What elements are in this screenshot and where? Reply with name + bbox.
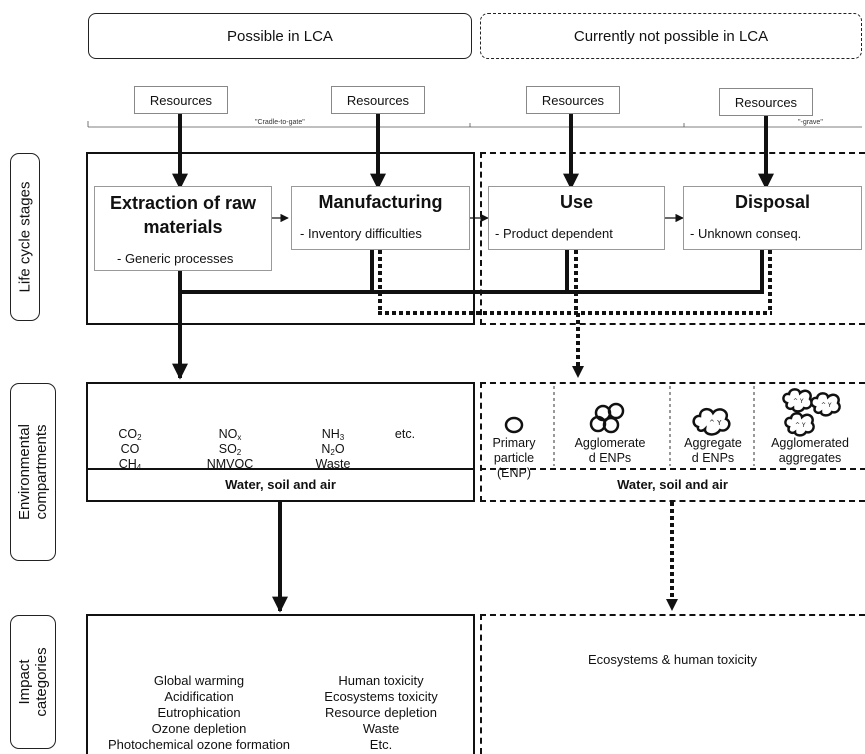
stage-use: Use - Product dependent: [488, 186, 665, 250]
emissions-col-3: NH3 N2O Waste: [305, 427, 361, 472]
impact-item: Photochemical ozone formation: [107, 737, 291, 752]
resources-box-extraction: Resources: [134, 86, 228, 114]
impact-item: Ecosystems toxicity: [324, 689, 438, 704]
stage-use-title: Use: [559, 192, 594, 212]
emission-nmvoc: NMVOC: [206, 457, 254, 471]
emissions-col-2: NOx SO2 NMVOC: [194, 427, 266, 472]
svg-text:^ Y: ^ Y: [709, 419, 722, 427]
label-grave: "-grave": [798, 119, 823, 126]
frame-compartments-not-possible: [480, 382, 865, 502]
svg-text:^ Y: ^ Y: [821, 402, 832, 409]
emission-nh3: NH3: [321, 427, 345, 442]
impacts-list-right: Human toxicity Ecosystems toxicity Resou…: [306, 673, 456, 753]
header-not-possible-in-lca: Currently not possible in LCA: [480, 13, 862, 59]
arrow-to-impacts-dotted-head: [666, 599, 678, 611]
impact-item: Global warming: [153, 673, 245, 688]
impact-item: Eutrophication: [157, 705, 241, 720]
emission-co: CO: [120, 442, 140, 456]
scale-bracket: [87, 121, 862, 128]
arrow-to-compartments-dotted-head: [572, 366, 584, 378]
svg-text:^ Y: ^ Y: [793, 398, 804, 405]
emission-etc: etc.: [394, 427, 416, 441]
emission-waste: Waste: [315, 457, 351, 471]
impact-item: Etc.: [369, 737, 393, 752]
header-possible-in-lca: Possible in LCA: [88, 13, 472, 59]
stage-use-note: - Product dependent: [495, 226, 613, 241]
impact-item: Acidification: [164, 689, 234, 704]
side-label-life-cycle-stages: Life cycle stages: [10, 153, 40, 321]
frame-compartments-possible: [86, 382, 475, 502]
emission-nox: NOx: [218, 427, 242, 442]
impact-item: Waste: [362, 721, 400, 736]
frame-impacts-not-possible: [480, 614, 865, 754]
label-cradle-to-gate: "Cradle-to-gate": [255, 119, 305, 126]
stage-disposal: Disposal - Unknown conseq.: [683, 186, 862, 250]
impacts-list-left: Global warming Acidification Eutrophicat…: [88, 673, 310, 753]
stage-manufacturing-title: Manufacturing: [318, 192, 443, 212]
emissions-col-1: CO2 CO CH4: [100, 427, 160, 472]
stage-manufacturing: Manufacturing - Inventory difficulties: [291, 186, 470, 250]
emission-ch4: CH4: [118, 457, 142, 472]
agglomerated-aggregates-icon: ^ Y ^ Y ^ Y: [782, 388, 841, 437]
primary-particle-icon: [504, 416, 524, 434]
emission-so2: SO2: [218, 442, 242, 457]
agglomerated-enps-icon: [589, 402, 625, 434]
impact-item: Ozone depletion: [151, 721, 247, 736]
impact-item: Human toxicity: [338, 673, 424, 688]
impact-item: Resource depletion: [324, 705, 438, 720]
stage-manufacturing-note: - Inventory difficulties: [300, 226, 422, 241]
resources-box-use: Resources: [526, 86, 620, 114]
aggregated-enps-icon: ^ Y: [692, 407, 731, 436]
svg-text:^ Y: ^ Y: [795, 422, 806, 429]
impacts-unknown: Ecosystems & human toxicity: [587, 652, 758, 667]
emission-n2o: N2O: [321, 442, 345, 457]
frame-impacts-possible: [86, 614, 475, 754]
stage-disposal-title: Disposal: [734, 192, 811, 212]
stage-extraction-note: - Generic processes: [117, 251, 234, 266]
frame-life-cycle-possible: [86, 152, 475, 325]
compartment-label-possible: Water, soil and air: [225, 477, 336, 492]
stage-disposal-note: - Unknown conseq.: [690, 226, 802, 241]
frame-life-cycle-not-possible: [480, 152, 865, 325]
emission-co2: CO2: [118, 427, 142, 442]
compartment-label-not-possible: Water, soil and air: [617, 477, 728, 492]
resources-box-disposal: Resources: [719, 88, 813, 116]
resources-box-manufacturing: Resources: [331, 86, 425, 114]
